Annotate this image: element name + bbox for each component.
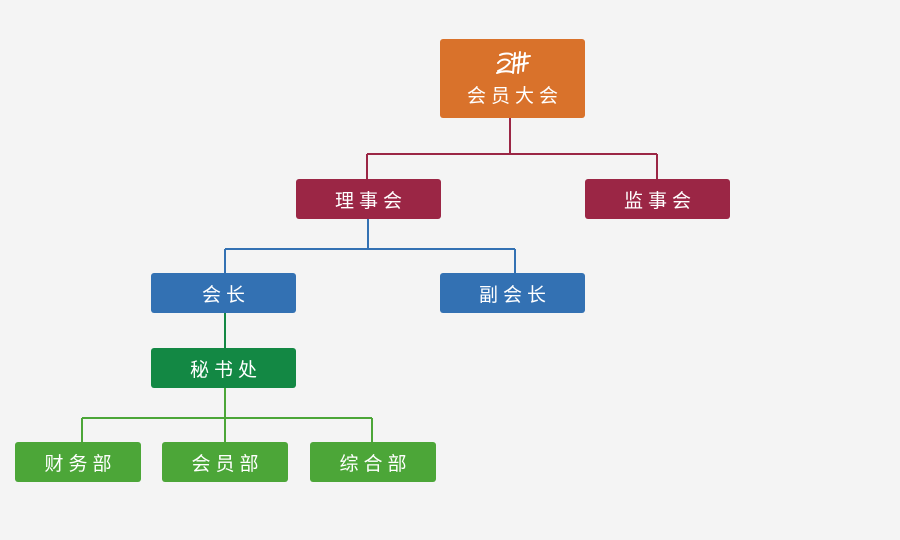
node-membership-department[interactable]: 会员部 [162,442,288,482]
node-vice-president[interactable]: 副会长 [440,273,585,313]
node-president[interactable]: 会长 [151,273,296,313]
node-supervisory-board[interactable]: 监事会 [585,179,730,219]
connector-secretariat-departments [81,388,373,442]
node-label: 监事会 [623,189,696,212]
node-label: 理事会 [334,189,407,212]
node-general-department[interactable]: 综合部 [310,442,436,482]
connector-root-board [366,118,658,179]
node-label: 会员部 [191,452,264,475]
node-finance-department[interactable]: 财务部 [15,442,141,482]
node-label: 财务部 [44,452,117,475]
node-council[interactable]: 理事会 [296,179,441,219]
node-secretariat[interactable]: 秘书处 [151,348,296,388]
node-label: 秘书处 [189,358,262,381]
node-label: 副会长 [478,283,551,306]
seal-logo-icon [495,51,531,74]
node-general-assembly[interactable]: 会员大会 [440,39,585,118]
connector-council-leaders [224,219,516,273]
node-label: 会员大会 [466,85,563,107]
node-label: 会长 [201,283,250,306]
node-label: 综合部 [339,452,412,475]
